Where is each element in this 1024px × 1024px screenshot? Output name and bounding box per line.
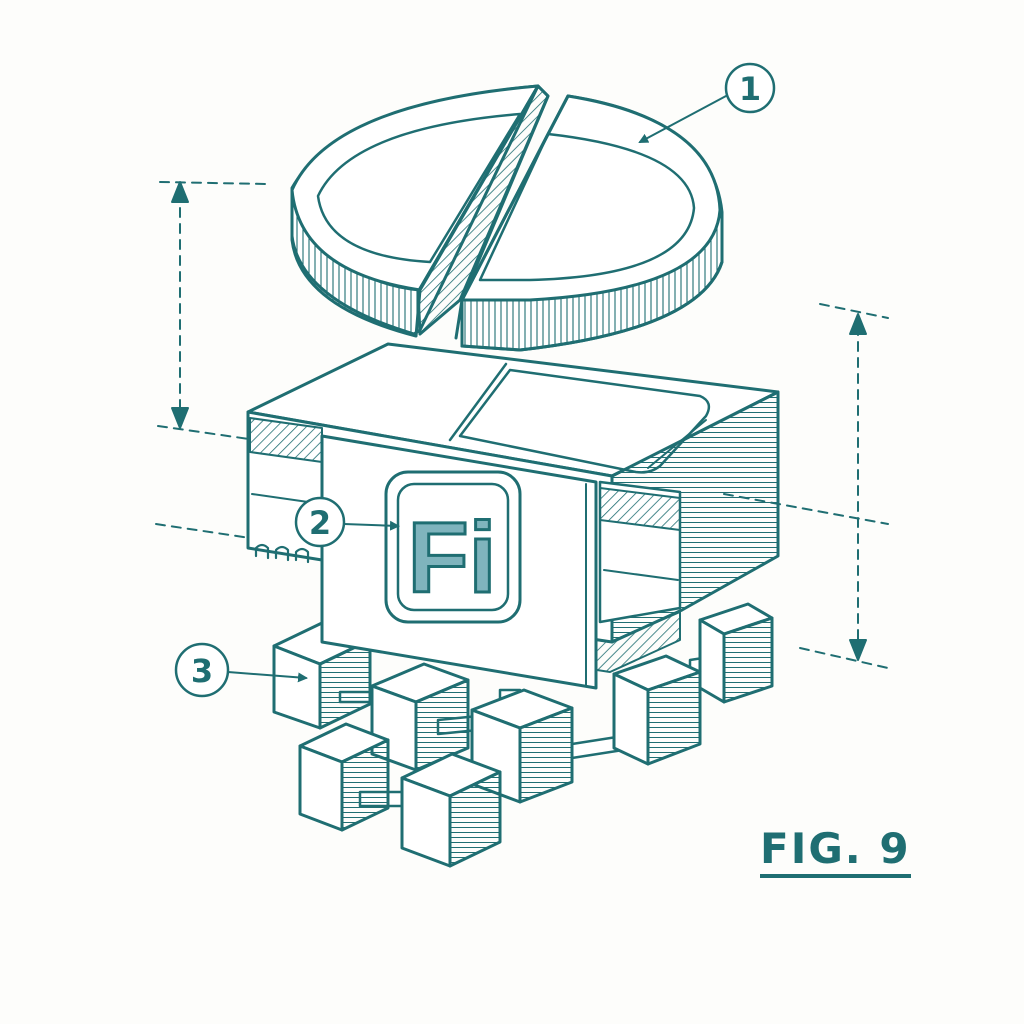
cube — [698, 602, 774, 704]
callout-1 — [638, 62, 776, 143]
cube-array — [272, 602, 774, 868]
cube — [370, 662, 470, 772]
callout-number-2: 2 — [309, 504, 331, 542]
split-disc — [290, 84, 724, 352]
cube — [470, 688, 574, 804]
callout-number-1: 1 — [739, 70, 761, 108]
dimension-right — [723, 303, 889, 669]
fi-logo-text: Fi — [408, 502, 497, 614]
fi-logo-badge — [384, 470, 522, 624]
dimension-left — [155, 181, 267, 539]
cube — [400, 752, 502, 868]
housing-feet — [254, 543, 310, 564]
figure-label: FIG. 9 — [760, 825, 911, 879]
callout-number-3: 3 — [191, 652, 213, 690]
callout-2 — [294, 496, 400, 548]
callout-3 — [174, 642, 308, 698]
cube — [298, 722, 390, 832]
cube — [612, 654, 702, 766]
